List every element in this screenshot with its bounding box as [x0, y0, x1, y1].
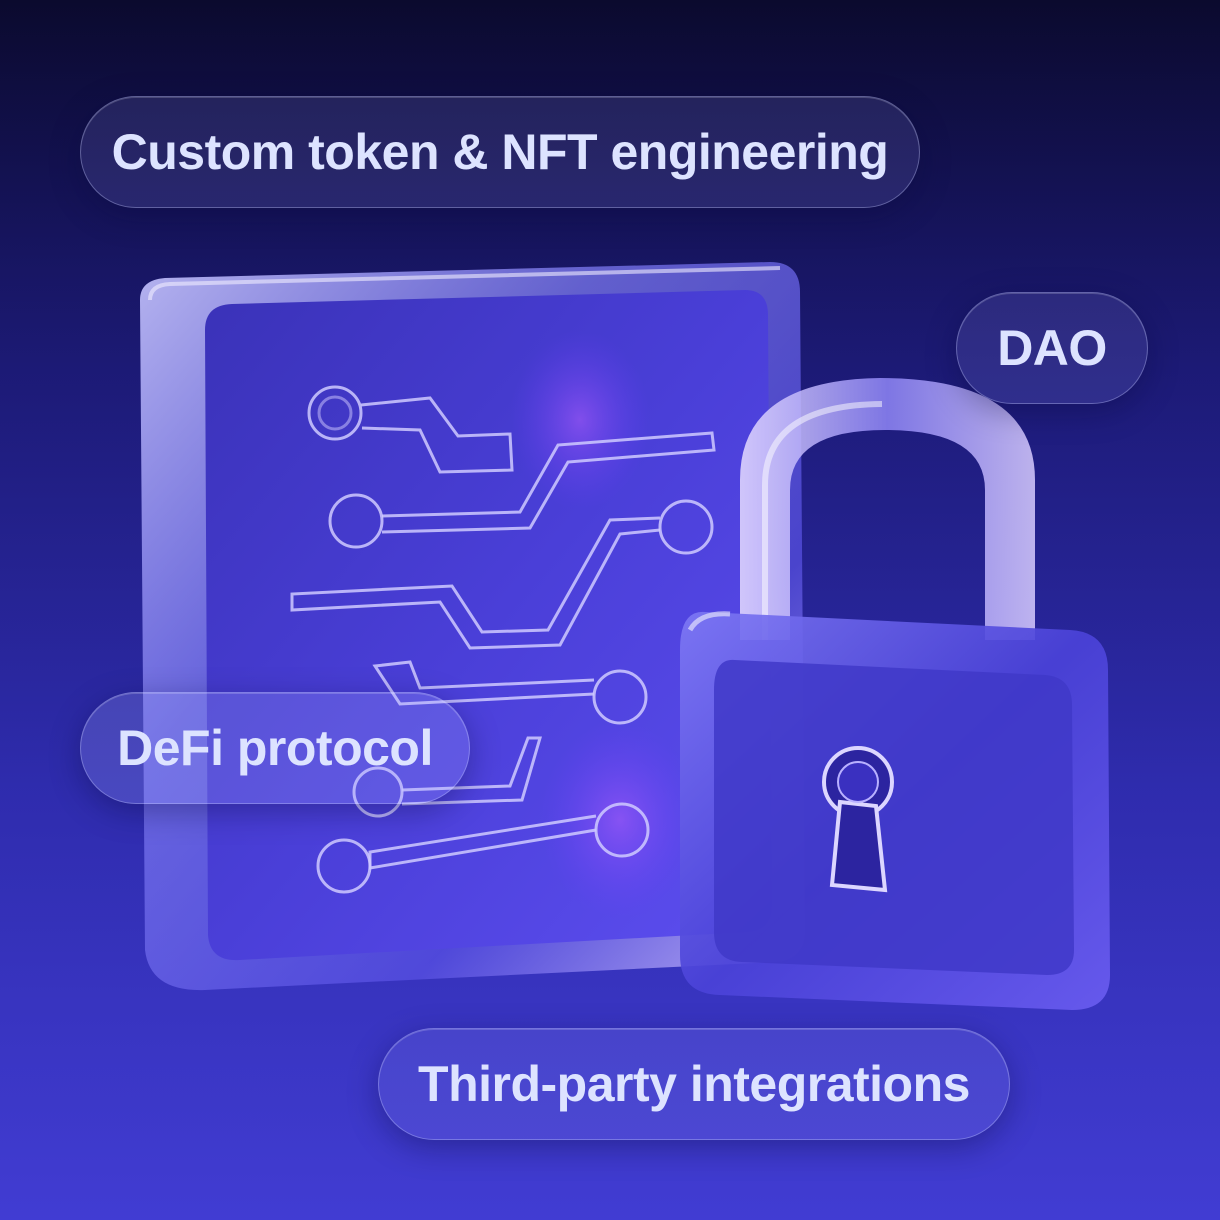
keyhole-icon [822, 746, 894, 893]
dao-label: DAO [956, 292, 1148, 404]
third-party-integrations-label: Third-party integrations [378, 1028, 1010, 1140]
padlock-icon [680, 378, 1110, 1010]
circuit-board-icon [140, 262, 805, 991]
defi-protocol-label: DeFi protocol [80, 692, 470, 804]
custom-token-label: Custom token & NFT engineering [80, 96, 920, 208]
